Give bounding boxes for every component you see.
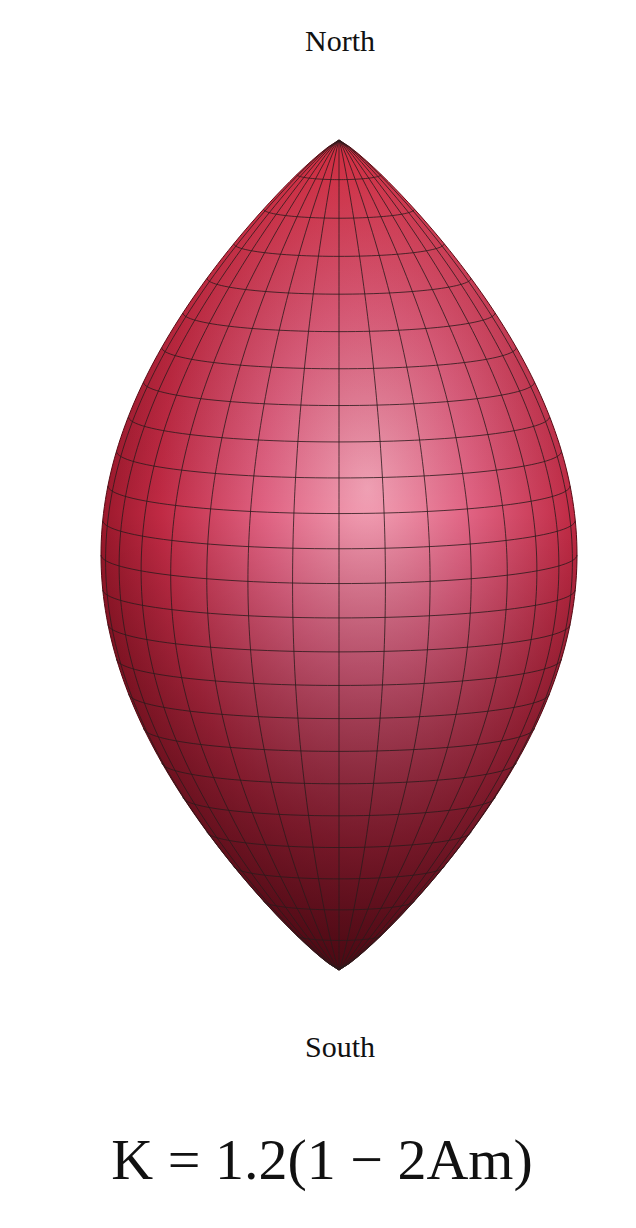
latitude-line	[108, 624, 570, 652]
latitude-line	[297, 935, 381, 940]
latitude-line	[207, 832, 471, 848]
spindle-shading	[101, 140, 577, 970]
pole-label: North	[305, 24, 375, 57]
meridian-line	[339, 140, 430, 970]
latitude-line	[297, 175, 381, 180]
meridian-line	[339, 140, 537, 970]
latitude-line	[144, 382, 535, 405]
spindle-grid	[101, 140, 577, 970]
latitude-line	[128, 417, 549, 442]
latitude-line	[162, 763, 517, 784]
meridian-line	[293, 140, 339, 970]
pole-label: South	[305, 1030, 375, 1063]
latitude-line	[108, 486, 570, 514]
latitude-line	[128, 693, 549, 718]
latitude-line	[234, 244, 444, 257]
latitude-line	[103, 520, 576, 548]
spindle-body	[101, 140, 577, 970]
meridian-line	[171, 140, 339, 970]
latitude-line	[264, 901, 415, 910]
meridian-line	[339, 140, 559, 970]
meridian-line	[339, 140, 385, 970]
meridian-line	[119, 140, 339, 970]
latitude-line	[207, 278, 471, 294]
latitude-line	[103, 590, 576, 618]
meridian-line	[339, 140, 507, 970]
latitude-line	[264, 209, 415, 218]
latitude-line	[101, 555, 577, 584]
meridian-line	[339, 140, 572, 970]
latitude-line	[144, 728, 535, 751]
latitude-line	[116, 451, 561, 478]
latitude-line	[183, 797, 495, 816]
latitude-line	[162, 348, 517, 369]
meridian-line	[248, 140, 339, 970]
meridian-line	[141, 140, 339, 970]
latitude-line	[234, 866, 444, 879]
formula-label: K = 1.2(1 − 2Am)	[111, 1128, 532, 1192]
meridian-line	[106, 140, 339, 970]
meridian-line	[339, 140, 340, 970]
latitude-line	[183, 313, 495, 332]
latitude-line	[116, 659, 561, 686]
